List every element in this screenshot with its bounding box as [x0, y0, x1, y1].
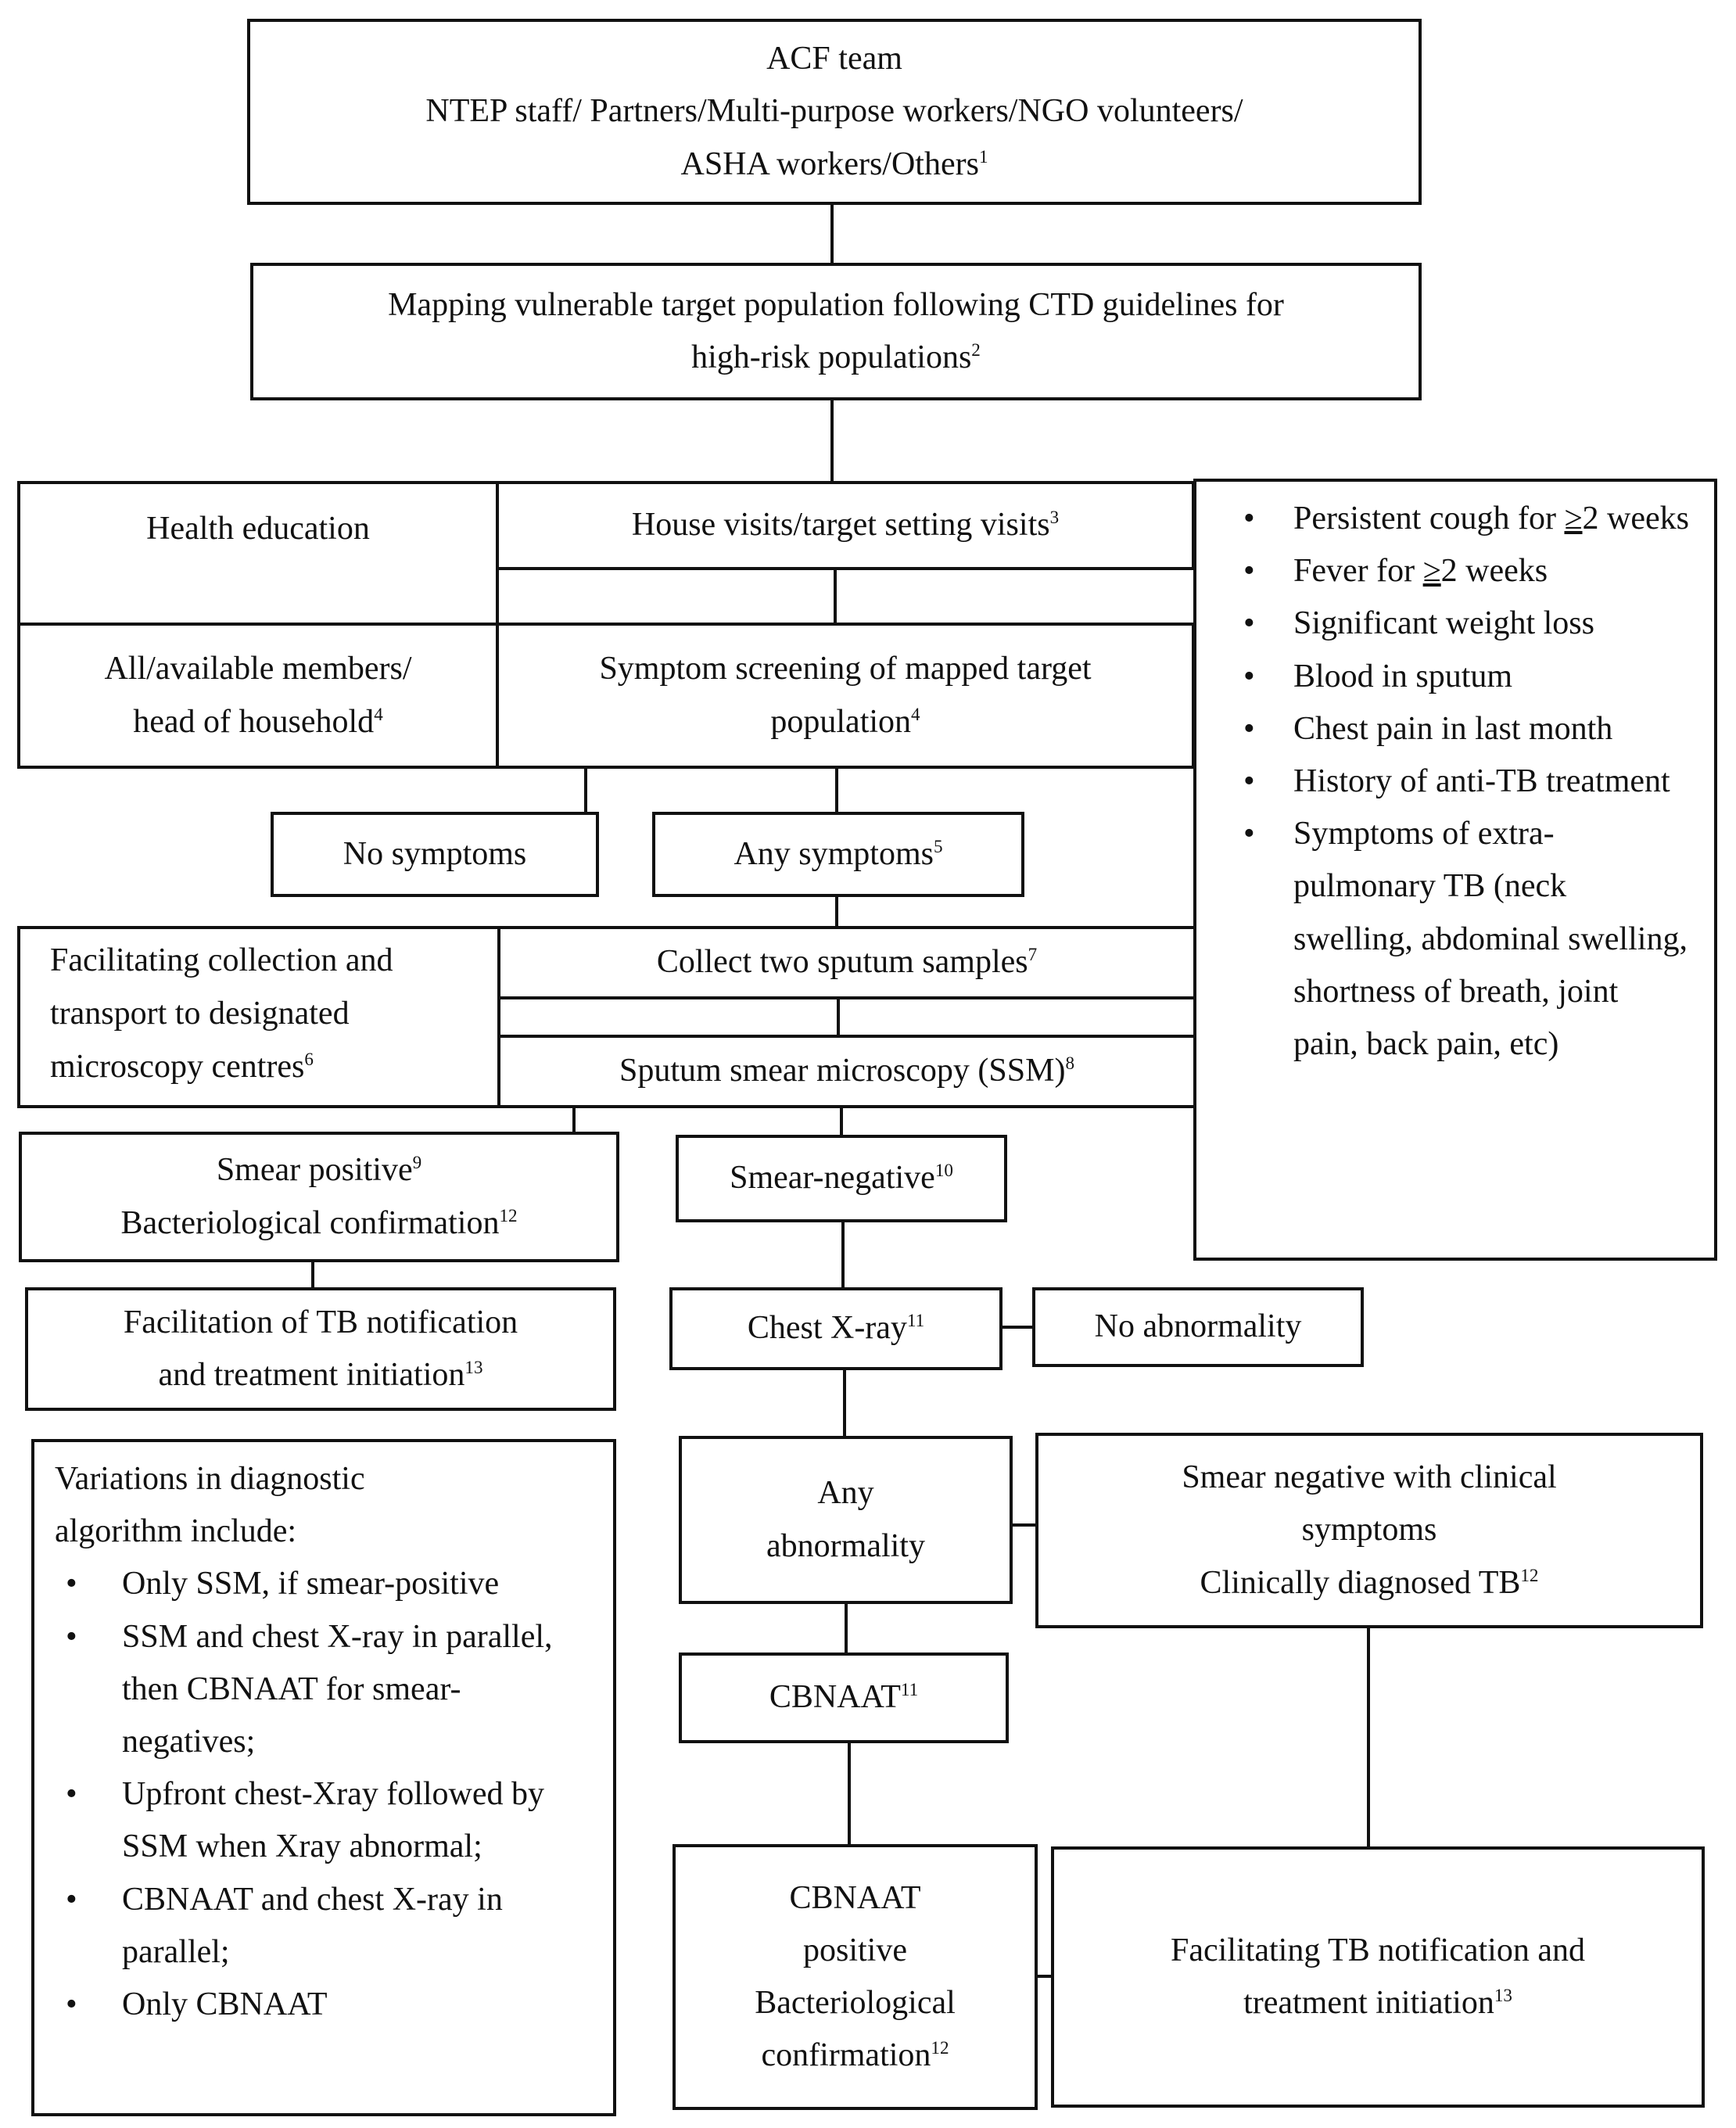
footnote-ref: 13 [464, 1357, 483, 1377]
any-abnormality-line1: Any [817, 1475, 874, 1512]
tb-notification-right-box: Facilitating TB notification and treatme… [1051, 1846, 1705, 2108]
cbnaat-positive-line3: Bacteriological [755, 1985, 956, 2021]
cbnaat-positive-line1: CBNAAT [789, 1879, 921, 1916]
any-abnormality-line2: abnormality [766, 1527, 925, 1564]
mapping-text-line1: Mapping vulnerable target population fol… [388, 286, 1284, 323]
footnote-ref: 5 [933, 835, 943, 856]
symptom-item-chest-pain: Chest pain in last month [1243, 703, 1691, 755]
variations-list: Only SSM, if smear-positive SSM and ches… [55, 1558, 590, 2031]
no-symptoms-box: No symptoms [271, 812, 599, 897]
footnote-ref: 12 [499, 1204, 518, 1225]
tb-notification-left-line1: Facilitation of TB notification [123, 1304, 518, 1340]
footnote-ref: 6 [304, 1049, 314, 1070]
members-box: All/available members/ head of household… [17, 623, 499, 769]
footnote-ref: 11 [906, 1310, 925, 1331]
symptom-item-weight-loss: Significant weight loss [1243, 597, 1691, 650]
house-visits-box: House visits/target setting visits3 [496, 481, 1195, 570]
acf-team-members: NTEP staff/ Partners/Multi-purpose worke… [425, 93, 1243, 130]
clinical-diagnosis-box: Smear negative with clinical symptoms Cl… [1035, 1433, 1703, 1628]
footnote-ref: 1 [978, 145, 988, 167]
footnote-ref: 13 [1494, 1985, 1512, 2005]
variation-item: Only SSM, if smear-positive [55, 1558, 590, 1610]
cbnaat-positive-box: CBNAAT positive Bacteriological confirma… [673, 1844, 1038, 2110]
collect-sputum-label: Collect two sputum samples [656, 944, 1028, 981]
mapping-box: Mapping vulnerable target population fol… [250, 263, 1422, 400]
footnote-ref: 2 [971, 339, 981, 360]
chest-xray-box: Chest X-ray11 [669, 1287, 1003, 1370]
variations-heading-line1: Variations in diagnostic [55, 1461, 365, 1497]
symptom-screening-line2: population [770, 703, 912, 740]
no-abnormality-label: No abnormality [1094, 1308, 1302, 1345]
cbnaat-box: CBNAAT11 [679, 1653, 1009, 1743]
ssm-label: Sputum smear microscopy (SSM) [619, 1053, 1066, 1089]
cbnaat-positive-line4: confirmation [761, 2037, 931, 2074]
tb-notification-left-box: Facilitation of TB notification and trea… [25, 1287, 616, 1411]
footnote-ref: 12 [931, 2037, 949, 2058]
symptom-screening-line1: Symptom screening of mapped target [599, 651, 1092, 687]
any-symptoms-box: Any symptoms5 [652, 812, 1024, 897]
clinical-line3: Clinically diagnosed TB [1200, 1564, 1521, 1601]
cbnaat-positive-line2: positive [803, 1932, 907, 1968]
any-symptoms-label: Any symptoms [733, 835, 934, 872]
symptom-screening-box: Symptom screening of mapped target popul… [496, 623, 1195, 769]
variation-item: SSM and chest X-ray in parallel, then CB… [55, 1611, 590, 1769]
tb-notification-left-line2: and treatment initiation [158, 1357, 465, 1393]
house-visits-label: House visits/target setting visits [631, 507, 1050, 544]
chest-xray-label: Chest X-ray [747, 1310, 907, 1347]
tb-notification-right-line1: Facilitating TB notification and [1171, 1932, 1585, 1968]
footnote-ref: 11 [900, 1679, 919, 1700]
members-line2: head of household [133, 703, 375, 740]
acf-team-title: ACF team [766, 41, 902, 77]
acf-team-box: ACF team NTEP staff/ Partners/Multi-purp… [247, 19, 1422, 205]
symptom-item-fever: Fever for ≥2 weeks [1243, 545, 1691, 597]
symptoms-list-box: Persistent cough for ≥2 weeks Fever for … [1193, 479, 1717, 1261]
facilitating-collection-line2: transport to designated [50, 996, 350, 1032]
ssm-box: Sputum smear microscopy (SSM)8 [497, 1035, 1196, 1108]
smear-positive-line2: Bacteriological confirmation [120, 1204, 500, 1241]
smear-negative-box: Smear-negative10 [676, 1135, 1007, 1222]
any-abnormality-box: Any abnormality [679, 1436, 1013, 1604]
footnote-ref: 4 [374, 703, 383, 724]
variations-box: Variations in diagnostic algorithm inclu… [31, 1439, 616, 2116]
members-line1: All/available members/ [104, 651, 412, 687]
variation-item: Only CBNAAT [55, 1979, 590, 2031]
symptom-item-cough: Persistent cough for ≥2 weeks [1243, 493, 1691, 545]
variation-item: Upfront chest-Xray followed by SSM when … [55, 1768, 590, 1873]
mapping-text-line2: high-risk populations [691, 339, 972, 375]
footnote-ref: 4 [911, 703, 920, 724]
footnote-ref: 10 [934, 1160, 953, 1181]
symptom-item-history: History of anti-TB treatment [1243, 755, 1691, 808]
symptom-item-extra-pulmonary: Symptoms of extra-pulmonary TB (neck swe… [1243, 808, 1691, 1071]
clinical-line2: symptoms [1301, 1512, 1437, 1548]
health-education-box: Health education [17, 481, 499, 626]
no-symptoms-label: No symptoms [343, 835, 527, 872]
facilitating-collection-line3: microscopy centres [50, 1049, 305, 1086]
smear-negative-label: Smear-negative [730, 1160, 935, 1197]
tb-notification-right-line2: treatment initiation [1243, 1985, 1494, 2021]
variations-heading-line2: algorithm include: [55, 1513, 297, 1550]
symptom-item-blood: Blood in sputum [1243, 651, 1691, 703]
clinical-line1: Smear negative with clinical [1182, 1459, 1557, 1496]
footnote-ref: 8 [1065, 1053, 1074, 1074]
symptoms-list: Persistent cough for ≥2 weeks Fever for … [1243, 493, 1691, 1071]
acf-team-members-cont: ASHA workers/Others [680, 145, 979, 182]
facilitating-collection-box: Facilitating collection and transport to… [17, 926, 500, 1108]
facilitating-collection-line1: Facilitating collection and [50, 942, 393, 978]
collect-sputum-box: Collect two sputum samples7 [497, 926, 1196, 999]
cbnaat-label: CBNAAT [769, 1679, 901, 1716]
footnote-ref: 3 [1049, 507, 1060, 528]
footnote-ref: 12 [1520, 1564, 1539, 1585]
no-abnormality-box: No abnormality [1032, 1287, 1364, 1367]
footnote-ref: 7 [1028, 944, 1038, 965]
smear-positive-box: Smear positive9 Bacteriological confirma… [19, 1132, 619, 1262]
smear-positive-line1: Smear positive [216, 1152, 413, 1189]
footnote-ref: 9 [412, 1152, 422, 1173]
health-education-label: Health education [146, 511, 370, 547]
variation-item: CBNAAT and chest X-ray in parallel; [55, 1874, 590, 1979]
